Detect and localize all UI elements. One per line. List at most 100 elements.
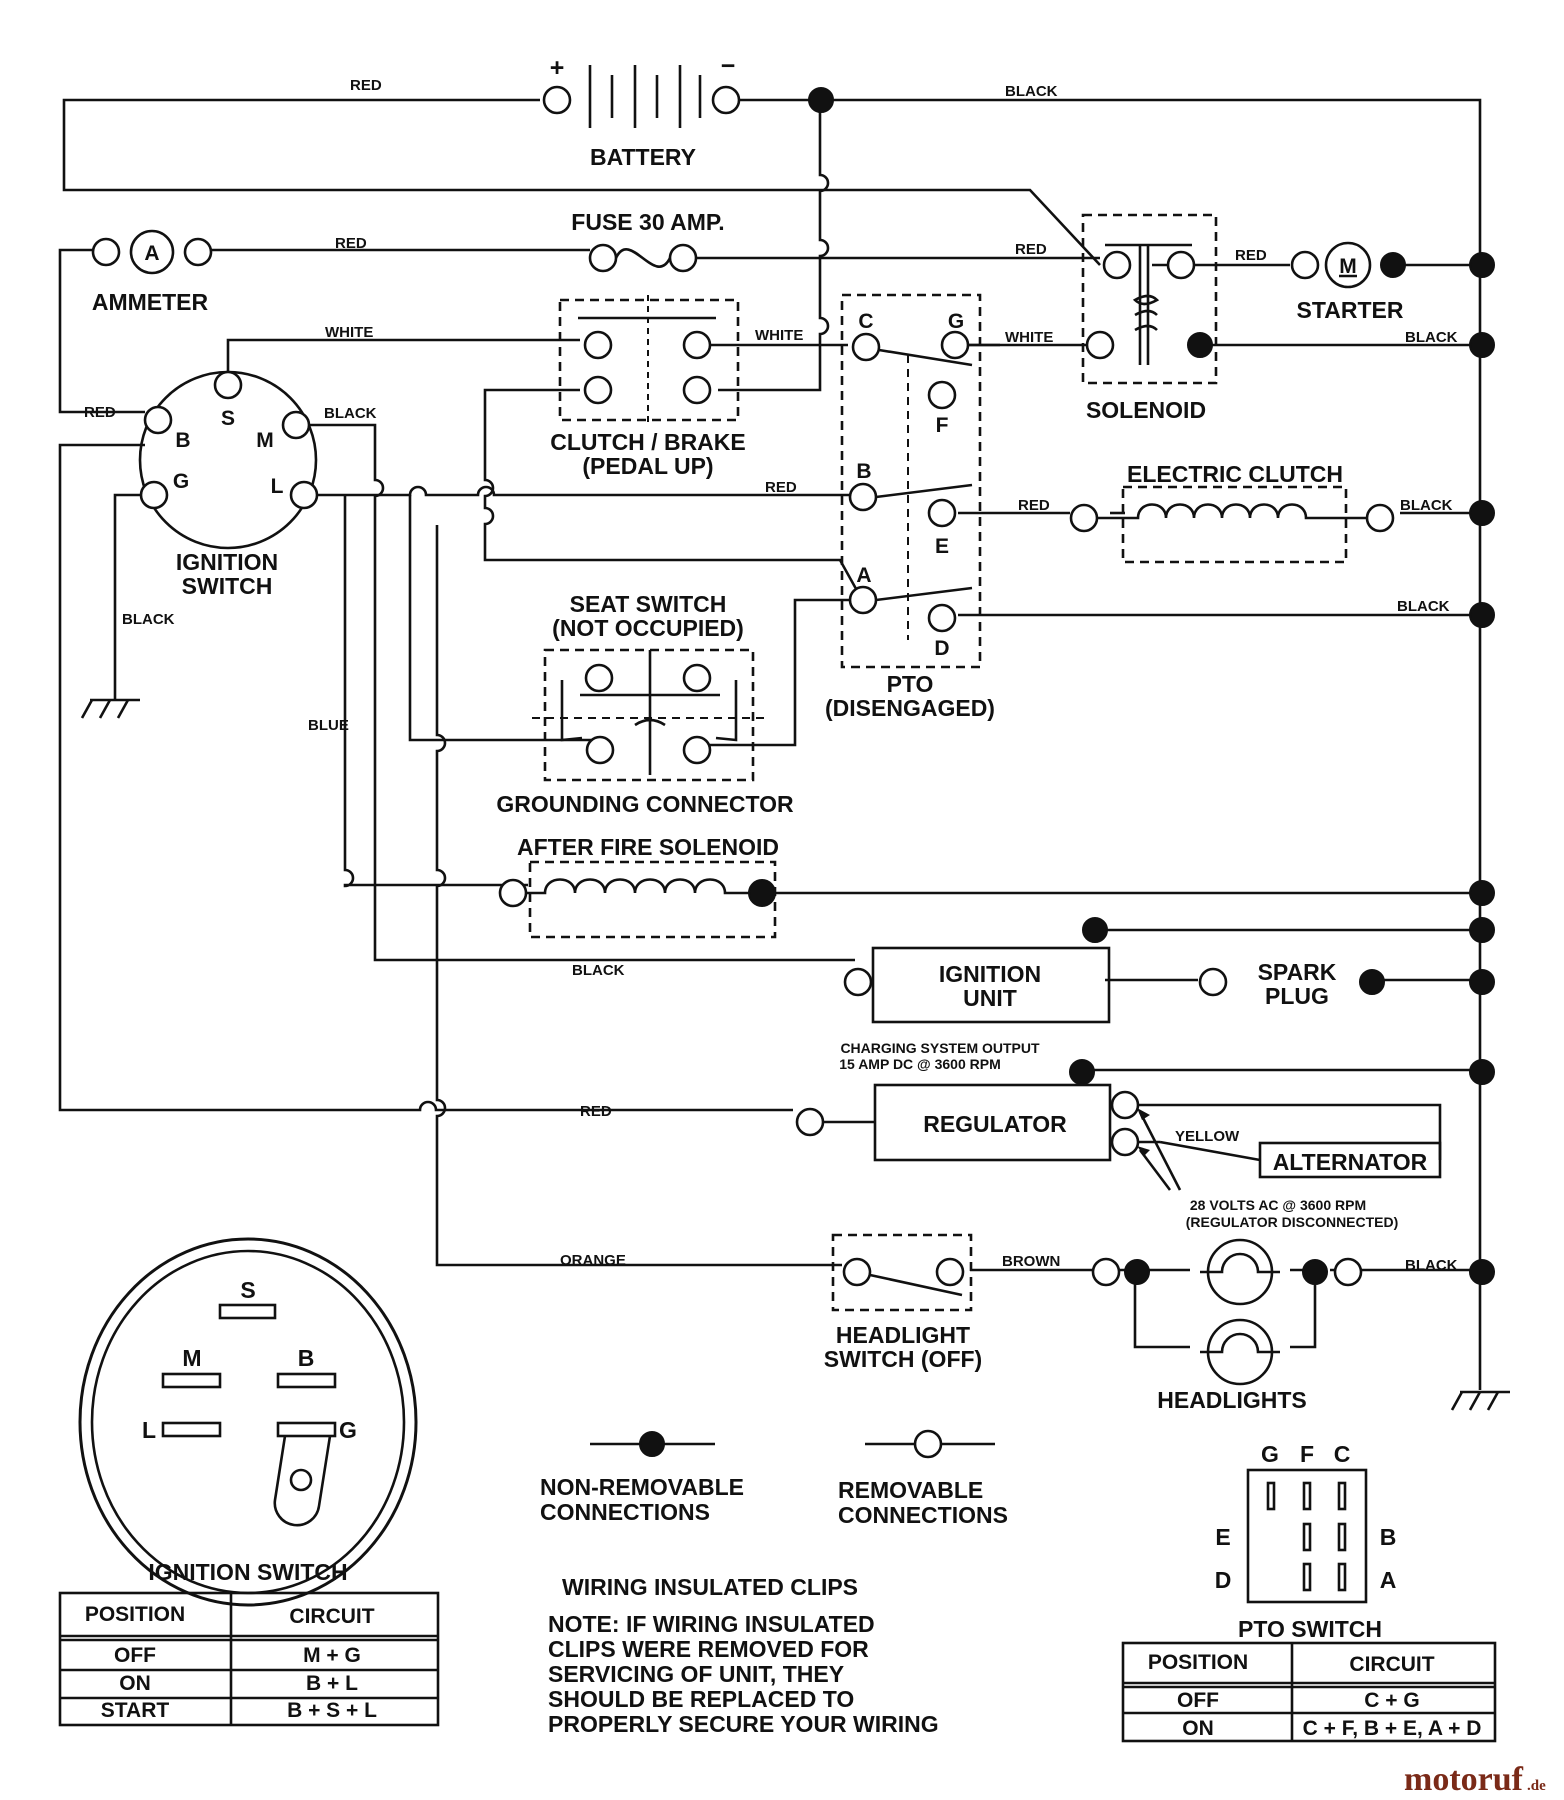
ignition-unit-label: IGNITION — [939, 961, 1041, 987]
after-fire-solenoid: AFTER FIRE SOLENOID — [498, 834, 779, 939]
regulator: REGULATOR CHARGING SYSTEM OUTPUT 15 AMP … — [795, 1040, 1140, 1162]
pto-face-right: A — [1380, 1567, 1397, 1593]
clips-note: WIRING INSULATED CLIPS NOTE: IF WIRING I… — [548, 1574, 939, 1737]
wire-label-black: BLACK — [1405, 1257, 1458, 1274]
wire-label-red: RED — [1235, 247, 1267, 264]
battery-minus: − — [721, 52, 736, 80]
clips-note-line: PROPERLY SECURE YOUR WIRING — [548, 1711, 939, 1737]
spark-plug-sublabel: PLUG — [1265, 983, 1329, 1009]
clips-note-line: CLIPS WERE REMOVED FOR — [548, 1636, 869, 1662]
clips-note-line: NOTE: IF WIRING INSULATED — [548, 1611, 875, 1637]
fuse: FUSE 30 AMP. — [571, 209, 725, 273]
ammeter-symbol: A — [144, 242, 159, 265]
ignition-table-cell: B + S + L — [287, 1699, 377, 1722]
headlights-label: HEADLIGHTS — [1157, 1387, 1307, 1413]
pto-table-header: POSITION — [1148, 1651, 1248, 1674]
seat-switch-sublabel: (NOT OCCUPIED) — [552, 615, 744, 641]
clutch-brake-label: CLUTCH / BRAKE — [550, 429, 746, 455]
wire-label-black: BLACK — [324, 405, 377, 422]
clutch-brake-sublabel: (PEDAL UP) — [582, 453, 713, 479]
ignition-table-cell: B + L — [306, 1672, 358, 1695]
pto-face-top: C — [1334, 1441, 1351, 1467]
wire-label-red: RED — [1015, 241, 1047, 258]
fuse-label: FUSE 30 AMP. — [571, 209, 724, 235]
volts-sublabel: (REGULATOR DISCONNECTED) — [1186, 1214, 1399, 1230]
pto-face-left: E — [1215, 1524, 1230, 1550]
pto-terminal-a: A — [856, 564, 871, 587]
pto-terminal-d: D — [934, 637, 949, 660]
pto-switch-table: PTO SWITCH POSITION CIRCUIT OFF C + G ON… — [1121, 1616, 1497, 1743]
pto-table-title: PTO SWITCH — [1238, 1616, 1382, 1642]
ign-terminal-m: M — [256, 429, 274, 452]
ignition-unit: IGNITION UNIT — [843, 917, 1111, 1024]
wire-label-brown: BROWN — [1002, 1253, 1060, 1270]
wire-labels: RED BLACK RED RED RED BLACK WHITE WHITE … — [84, 77, 1458, 1274]
starter-label: STARTER — [1297, 297, 1404, 323]
ign-terminal-b: B — [175, 429, 190, 452]
regulator-label: REGULATOR — [923, 1111, 1067, 1137]
legend-non-removable-2: CONNECTIONS — [540, 1499, 710, 1525]
pto-terminal-g: G — [948, 310, 964, 333]
pto-face-right: B — [1380, 1524, 1397, 1550]
face-g: G — [339, 1417, 357, 1443]
solenoid-label: SOLENOID — [1086, 397, 1206, 423]
pto-terminal-b: B — [856, 460, 871, 483]
wire-label-black: BLACK — [122, 611, 175, 628]
starter: M STARTER — [1290, 241, 1406, 323]
seat-switch: SEAT SWITCH (NOT OCCUPIED) GROUNDING CON… — [496, 591, 794, 817]
ign-terminal-l: L — [271, 475, 284, 498]
pto-terminal-c: C — [858, 310, 873, 333]
legend: NON-REMOVABLE CONNECTIONS REMOVABLE CONN… — [540, 1429, 1008, 1528]
battery-label: BATTERY — [590, 144, 696, 170]
seat-switch-label: SEAT SWITCH — [570, 591, 727, 617]
pto-switch: C G F B E A D PTO (DISENGAGED) — [825, 293, 995, 721]
clutch-brake-switch: CLUTCH / BRAKE (PEDAL UP) — [550, 295, 746, 479]
ammeter-label: AMMETER — [92, 289, 209, 315]
ign-terminal-s: S — [221, 407, 235, 430]
wire-label-red: RED — [580, 1103, 612, 1120]
face-m: M — [182, 1345, 201, 1371]
battery-neg-junction — [808, 87, 834, 113]
ignition-table-header: POSITION — [85, 1603, 185, 1626]
watermark-main: motoruf — [1404, 1761, 1524, 1798]
pto-terminal-e: E — [935, 535, 949, 558]
ignition-table-header: CIRCUIT — [289, 1605, 374, 1628]
battery: + − BATTERY — [542, 52, 741, 170]
wire-label-red: RED — [765, 479, 797, 496]
pto-table-cell: C + G — [1364, 1689, 1419, 1712]
face-b: B — [298, 1345, 315, 1371]
ground-symbol-right — [1450, 1390, 1510, 1411]
legend-non-removable: NON-REMOVABLE — [540, 1474, 744, 1500]
wire-label-black: BLACK — [1405, 329, 1458, 346]
pto-table-cell: C + F, B + E, A + D — [1303, 1717, 1482, 1740]
wire-label-black: BLACK — [1397, 598, 1450, 615]
wire-label-red: RED — [350, 77, 382, 94]
charging-label: CHARGING SYSTEM OUTPUT — [840, 1040, 1040, 1056]
ignition-switch-label: IGNITION — [176, 549, 278, 575]
wire-label-white: WHITE — [1005, 329, 1053, 346]
pto-terminal-f: F — [936, 414, 949, 437]
wire-network — [58, 98, 1482, 1390]
legend-removable-2: CONNECTIONS — [838, 1502, 1008, 1528]
ignition-switch-face: S M B L G — [78, 1237, 418, 1607]
pto-table-cell: OFF — [1177, 1689, 1219, 1712]
spark-plug-label: SPARK — [1258, 959, 1337, 985]
ground-bus-junctions — [1469, 252, 1495, 1285]
ignition-table-cell: OFF — [114, 1644, 156, 1667]
headlight-switch-sublabel: SWITCH (OFF) — [824, 1346, 982, 1372]
ignition-unit-sublabel: UNIT — [963, 985, 1017, 1011]
electric-clutch-label: ELECTRIC CLUTCH — [1127, 461, 1343, 487]
grounding-connector-label: GROUNDING CONNECTOR — [496, 791, 794, 817]
wire-label-yellow: YELLOW — [1175, 1128, 1240, 1145]
after-fire-label: AFTER FIRE SOLENOID — [517, 834, 779, 860]
wire-label-black: BLACK — [1400, 497, 1453, 514]
ignition-table-cell: M + G — [303, 1644, 361, 1667]
volts-label: 28 VOLTS AC @ 3600 RPM — [1190, 1197, 1366, 1213]
pto-face-top: G — [1261, 1441, 1279, 1467]
clips-note-line: SERVICING OF UNIT, THEY — [548, 1661, 844, 1687]
ignition-table-title: IGNITION SWITCH — [148, 1559, 347, 1585]
headlight-switch: HEADLIGHT SWITCH (OFF) — [824, 1233, 982, 1372]
solenoid: SOLENOID — [1081, 213, 1218, 423]
pto-label: PTO — [887, 671, 934, 697]
